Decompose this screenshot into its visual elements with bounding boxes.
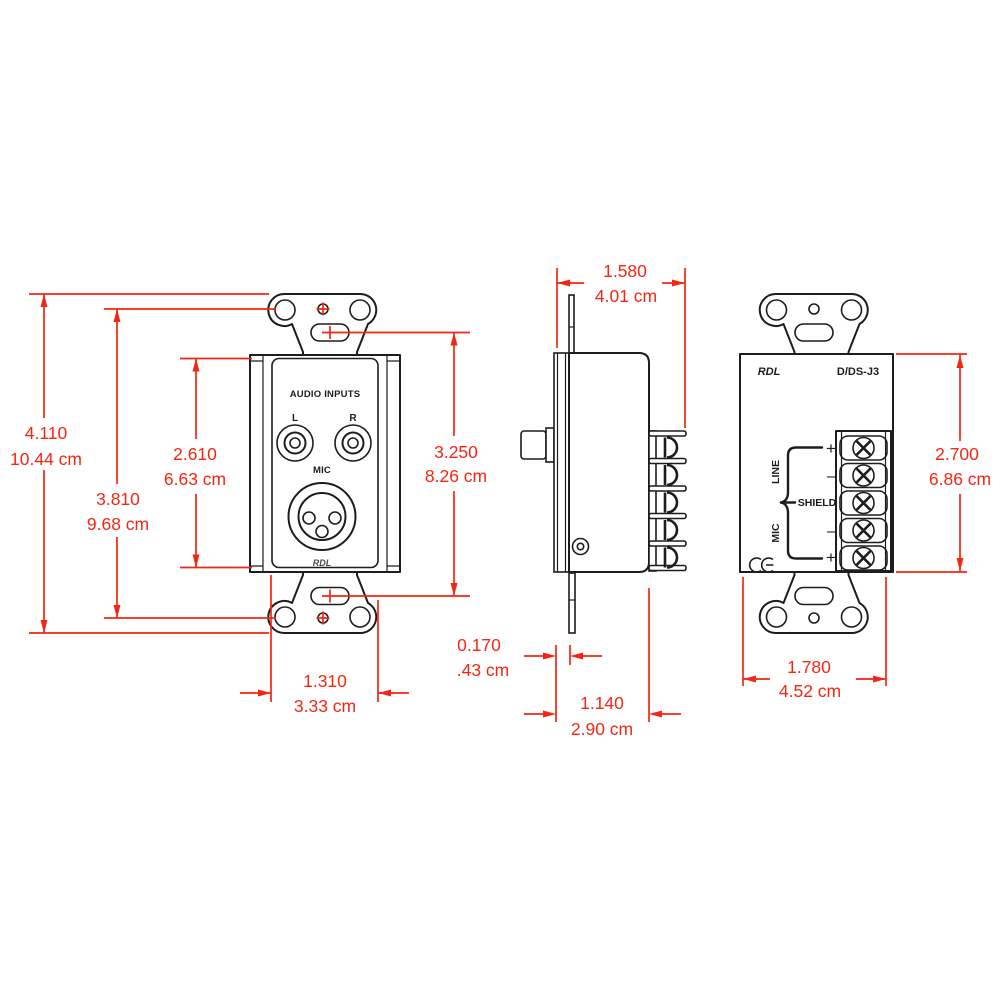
- dim-body-depth-in: 1.140: [580, 693, 624, 713]
- dim-back-height-cm: 6.86 cm: [929, 469, 991, 489]
- dim-depth-cm: 4.01 cm: [595, 286, 657, 306]
- dimensions-front: 4.110 10.44 cm 3.810 9.68 cm 2.610 6.63 …: [10, 293, 487, 716]
- dim-overall-height-cm: 10.44 cm: [10, 449, 82, 469]
- dim-overall-height-in: 4.110: [25, 423, 68, 443]
- front-brand-label: RDL: [313, 558, 332, 568]
- dim-slot-spacing-in: 3.250: [434, 442, 478, 462]
- ear-hole: [274, 606, 296, 628]
- terminal-label-minus-top: –: [827, 468, 836, 485]
- front-title: AUDIO INPUTS: [290, 389, 361, 400]
- bottom-bracket-blade: [568, 572, 576, 634]
- dim-plate-thickness-in: 0.170: [457, 635, 501, 655]
- xlr-pin: [302, 511, 316, 525]
- ear-hole: [349, 606, 371, 628]
- terminal-label-plus-bottom: +: [826, 548, 836, 567]
- front-view: AUDIO INPUTS L R MIC RDL: [249, 292, 401, 635]
- rca-jack-left: [276, 424, 314, 462]
- dim-slot-spacing-cm: 8.26 cm: [425, 466, 487, 486]
- dimensions-back: 2.700 6.86 cm 1.780 4.52 cm: [742, 353, 991, 701]
- terminal-label-plus-top: +: [826, 439, 836, 458]
- dimensions-side: 1.580 4.01 cm 0.170 .43 cm 1.140 2.90 cm: [457, 261, 686, 739]
- back-model-label: D/DS-J3: [837, 366, 879, 378]
- ear-hole: [274, 299, 296, 321]
- terminal-label-shield: SHIELD: [798, 497, 837, 509]
- mounting-slot: [794, 323, 834, 342]
- terminal-screws[interactable]: [852, 436, 875, 570]
- dim-hole-spacing-in: 3.810: [96, 489, 140, 509]
- dim-back-height-in: 2.700: [935, 444, 979, 464]
- plate-profile: [553, 352, 570, 573]
- xlr-pin: [315, 524, 329, 539]
- side-view: [520, 294, 687, 634]
- dim-body-depth-cm: 2.90 cm: [571, 719, 633, 739]
- dim-insert-height-cm: 6.63 cm: [164, 469, 226, 489]
- dim-back-width-cm: 4.52 cm: [779, 681, 841, 701]
- ce-mark-icon: [748, 557, 774, 573]
- front-insert-face: [271, 357, 379, 569]
- back-top-mounting-ear: [758, 292, 869, 357]
- mounting-slot: [794, 586, 834, 606]
- mic-label: MIC: [313, 465, 331, 476]
- dim-hole-spacing-cm: 9.68 cm: [87, 514, 149, 534]
- dim-plate-thickness-cm: .43 cm: [457, 660, 510, 680]
- back-bottom-mounting-ear: [758, 569, 869, 635]
- wiring-brace: [779, 446, 824, 560]
- screw-hole: [808, 612, 820, 624]
- chassis-screw: [571, 537, 590, 556]
- terminal-block-profile: [648, 430, 687, 572]
- mic-group-label: MIC: [770, 523, 782, 543]
- ear-hole: [840, 606, 863, 628]
- rca-jack-right: [334, 424, 372, 462]
- dim-bracket-width-cm: 3.33 cm: [294, 696, 356, 716]
- rca-jack-profile: [520, 430, 547, 460]
- rca-flange-profile: [545, 427, 555, 463]
- ear-hole: [840, 299, 863, 321]
- terminal-label-minus-bottom: –: [827, 523, 836, 540]
- xlr-connector: [287, 482, 357, 551]
- dim-insert-height-in: 2.610: [173, 444, 217, 464]
- dim-depth-in: 1.580: [603, 261, 647, 281]
- left-jack-label: L: [292, 413, 298, 424]
- back-brand-label: RDL: [758, 366, 781, 378]
- top-bracket-blade: [568, 294, 575, 354]
- ear-hole: [349, 299, 371, 321]
- ear-hole: [765, 606, 788, 628]
- right-jack-label: R: [349, 413, 357, 424]
- back-view: RDL D/DS-J3: [739, 292, 894, 635]
- xlr-pin: [328, 511, 342, 525]
- ear-hole: [765, 299, 788, 321]
- dim-back-width-in: 1.780: [787, 657, 831, 677]
- screw-hole: [808, 303, 820, 315]
- terminal-strip: [835, 430, 892, 572]
- line-group-label: LINE: [770, 460, 782, 484]
- dim-bracket-width-in: 1.310: [303, 671, 347, 691]
